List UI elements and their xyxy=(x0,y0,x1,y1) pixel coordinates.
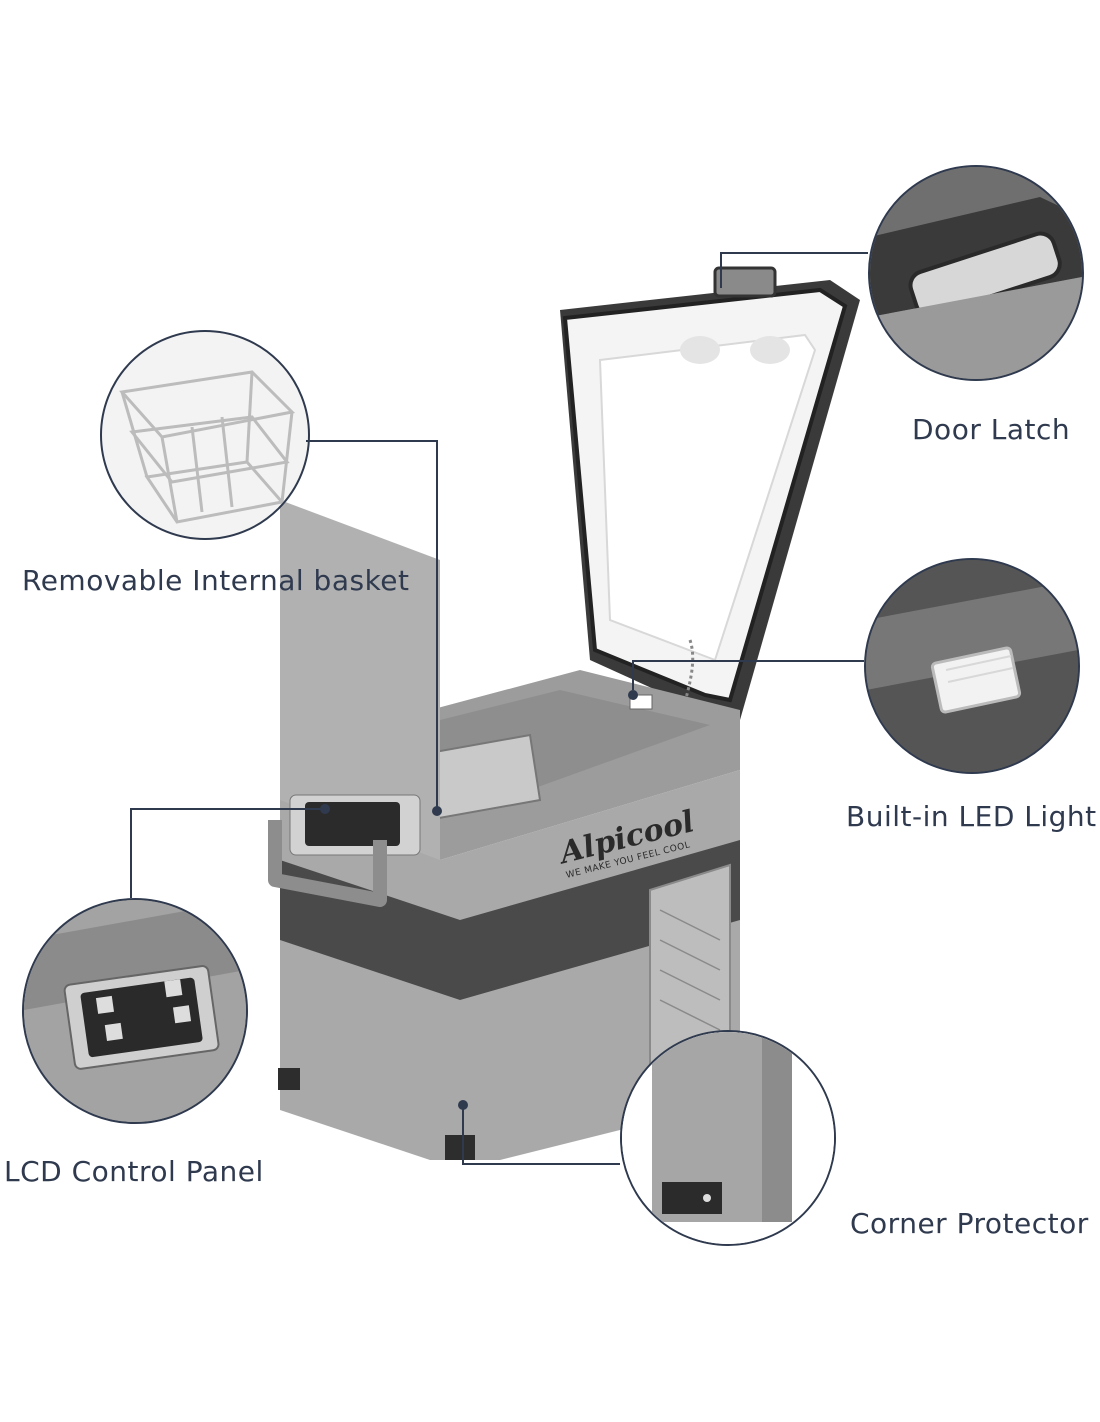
wire-basket-icon xyxy=(119,370,296,524)
led-marker xyxy=(628,690,638,700)
basket-connector-h xyxy=(306,440,438,442)
latch-connector-v xyxy=(720,252,722,288)
corner-protector-label: Corner Protector xyxy=(850,1207,1089,1240)
fridge-illustration: Alpicool WE MAKE YOU FEEL COOL xyxy=(260,240,860,1160)
panel-connector-h xyxy=(130,808,325,810)
corner-detail-circle xyxy=(620,1030,836,1246)
control-panel-label: LCD Control Panel xyxy=(4,1155,264,1188)
door-latch-label: Door Latch xyxy=(912,413,1071,446)
basket-connector-v xyxy=(436,440,438,810)
control-panel-detail-circle xyxy=(22,898,248,1124)
panel-connector-v xyxy=(130,808,132,898)
corner-marker xyxy=(458,1100,468,1110)
lcd-panel-icon xyxy=(24,900,246,1122)
corner-protector-icon xyxy=(622,1032,834,1244)
led-light-icon xyxy=(866,560,1078,772)
latch-detail-circle xyxy=(868,165,1084,381)
led-detail-circle xyxy=(864,558,1080,774)
corner-connector-h xyxy=(462,1163,620,1165)
led-light-label: Built-in LED Light xyxy=(846,800,1097,833)
latch-connector-h xyxy=(720,252,868,254)
led-connector-h xyxy=(632,660,864,662)
basket-label: Removable Internal basket xyxy=(22,564,410,597)
basket-marker xyxy=(432,806,442,816)
corner-connector-v xyxy=(462,1105,464,1165)
open-lid xyxy=(560,266,860,720)
basket-detail-circle xyxy=(100,330,310,540)
panel-marker xyxy=(320,804,330,814)
door-latch-icon xyxy=(870,167,1082,379)
led-connector-v xyxy=(632,660,634,690)
